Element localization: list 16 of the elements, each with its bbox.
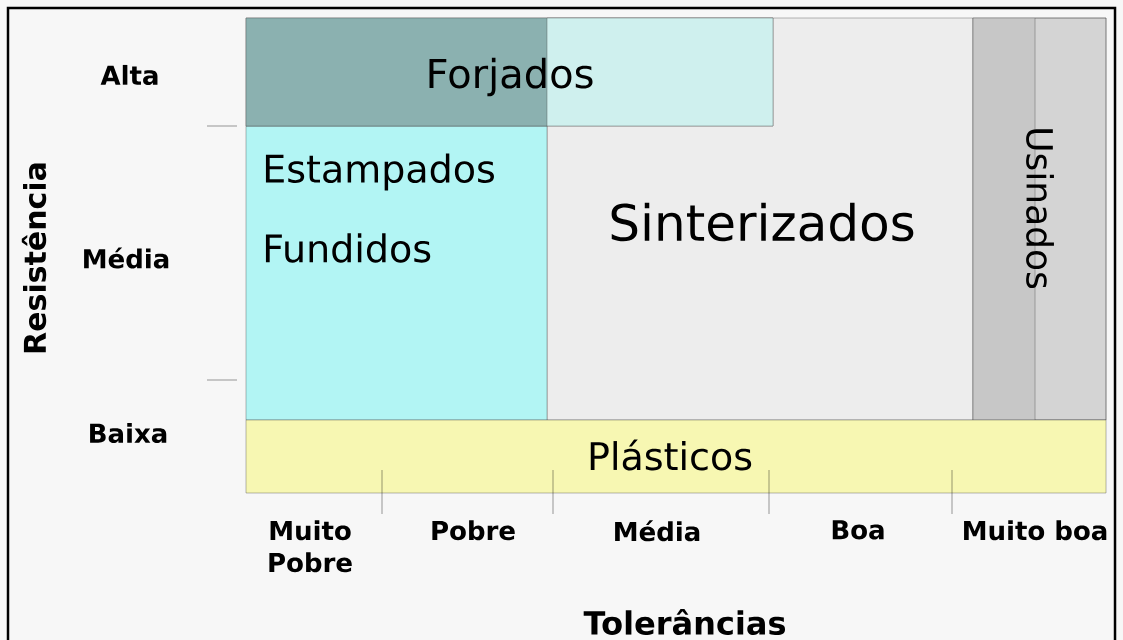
region-label: Sinterizados — [611, 202, 914, 242]
axis-tick-label: Média — [615, 520, 700, 542]
region-label: Usinados — [1026, 129, 1054, 289]
region-label: Plásticos — [590, 439, 752, 471]
axis-title: Resistência — [21, 163, 47, 353]
axis-tick-label: Muito boa — [964, 520, 1107, 541]
axis-tick-label: Pobre — [432, 520, 515, 541]
axis-tick-label: Boa — [832, 520, 884, 540]
axis-tick-label: Baixa — [90, 422, 167, 444]
region-label: Estampados — [265, 153, 494, 191]
axis-title: Tolerâncias — [583, 609, 786, 636]
region-label: Fundidos — [265, 233, 431, 263]
axis-tick-label: Alta — [100, 64, 158, 86]
axis-tick-label: Média — [84, 247, 169, 269]
axis-tick-label: Muito Pobre — [269, 520, 352, 573]
region-label: Forjados — [429, 57, 593, 97]
